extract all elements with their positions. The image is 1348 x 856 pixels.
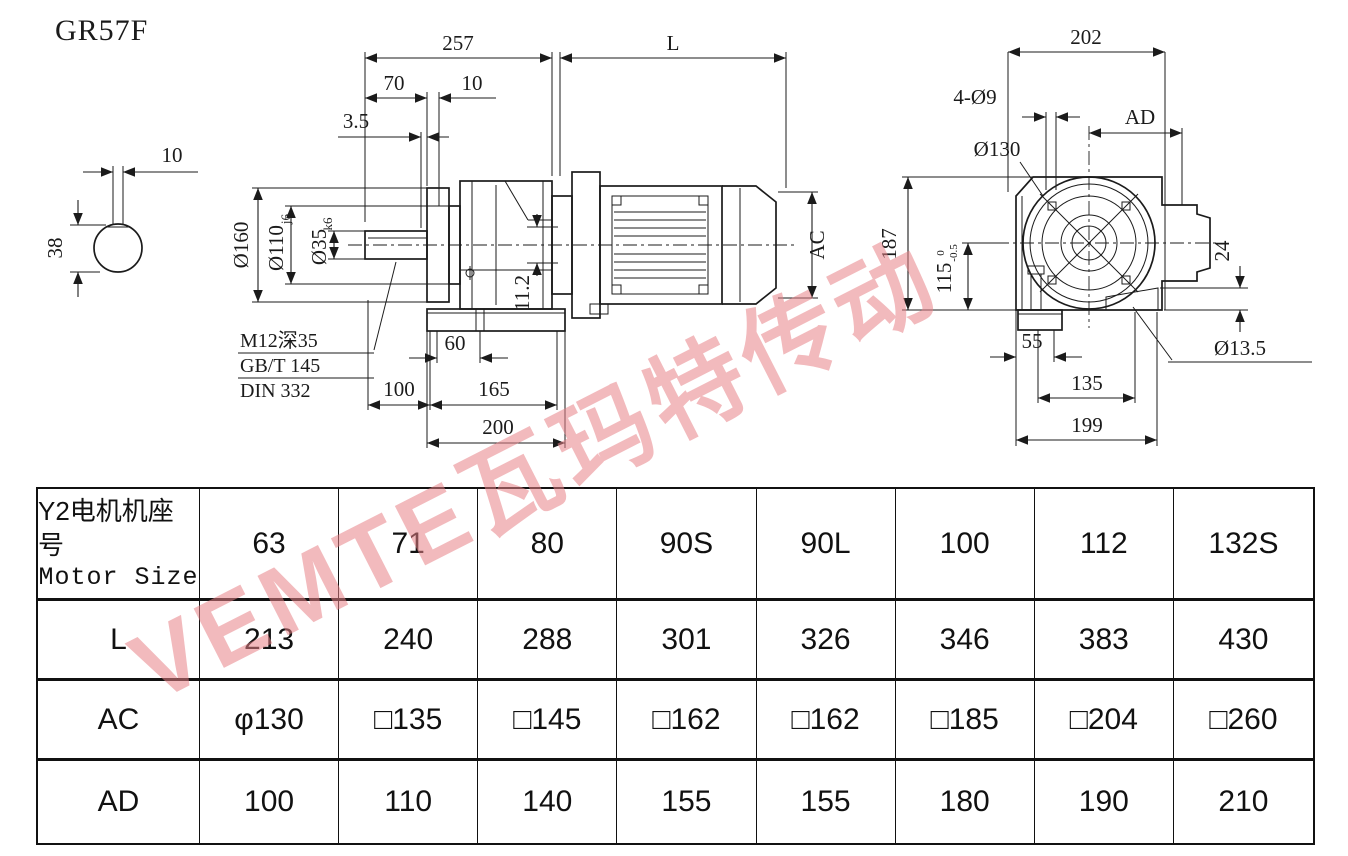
table-cell: 326 — [756, 601, 896, 681]
table-cell: 346 — [895, 601, 1035, 681]
table-cell: 140 — [478, 761, 618, 843]
table-cell: □145 — [478, 681, 618, 761]
dim-165-label: 165 — [478, 377, 510, 401]
table-cell: 301 — [617, 601, 757, 681]
front-view-dimensions: 202 4-Ø9 AD Ø130 187 115 0 -0.5 24 55 Ø1… — [877, 25, 1312, 446]
table-header-size: 63 — [200, 489, 340, 601]
dim-key-width-label: 10 — [162, 143, 183, 167]
dim-dia35-fit-label: k6 — [320, 217, 335, 231]
dim-100-label: 100 — [383, 377, 415, 401]
dim-115-tol-lower: -0.5 — [948, 244, 960, 262]
table-header-size: 90S — [617, 489, 757, 601]
row-label-AC: AC — [38, 681, 200, 761]
table-header-motor-size: Y2电机机座号 Motor Size — [38, 489, 200, 601]
table-cell: □162 — [617, 681, 757, 761]
table-cell: □135 — [339, 681, 479, 761]
dim-dia160-label: Ø160 — [229, 222, 253, 269]
dim-AD-label: AD — [1125, 105, 1155, 129]
gearbox-base — [426, 308, 566, 332]
dim-202-label: 202 — [1070, 25, 1102, 49]
dim-55-label: 55 — [1022, 329, 1043, 353]
table-cell: 155 — [617, 761, 757, 843]
mounting-pad-hatched — [1105, 287, 1159, 311]
table-header-size: 100 — [895, 489, 1035, 601]
table-cell: 210 — [1218, 785, 1269, 818]
foot — [1017, 309, 1063, 331]
dim-70-label: 70 — [384, 71, 405, 95]
dim-115-tol-upper: 0 — [935, 250, 947, 256]
side-view-dimensions: 257 L 70 10 3.5 Ø160 Ø110 j6 Ø35 k6 M12深… — [229, 31, 829, 448]
note-tap-hole: M12深35 — [240, 329, 318, 352]
table-cell: 288 — [478, 601, 618, 681]
dim-200-label: 200 — [482, 415, 514, 439]
table-cell: 110 — [339, 761, 479, 843]
table-cell: 155 — [757, 761, 896, 843]
dim-115-label: 115 — [932, 263, 956, 294]
dim-dia13p5-label: Ø13.5 — [1214, 336, 1266, 360]
table-cell: □185 — [895, 681, 1035, 761]
dim-187-label: 187 — [877, 228, 901, 260]
table-header-size: 112 — [1034, 489, 1174, 601]
row-label-L: L — [38, 601, 200, 681]
side-view — [348, 171, 798, 332]
dim-10-label: 10 — [462, 71, 483, 95]
note-gbt: GB/T 145 — [240, 355, 320, 377]
row-label-AD: AD — [38, 761, 200, 843]
flange-circle — [1022, 176, 1156, 310]
table-cell: □162 — [756, 681, 896, 761]
motor-fins — [614, 211, 706, 279]
dim-135-label: 135 — [1071, 371, 1103, 395]
table-cell: □204 — [1034, 681, 1174, 761]
dim-dia110-fit-label: j6 — [278, 213, 293, 225]
front-view — [995, 126, 1218, 331]
table-cell: 240 — [339, 601, 479, 681]
dim-24-label: 24 — [1210, 240, 1234, 262]
dim-shaft-height-label: 38 — [43, 238, 67, 259]
note-din: DIN 332 — [240, 380, 311, 402]
table-header-size: 80 — [478, 489, 618, 601]
table-header-size: 71 — [339, 489, 479, 601]
table-cell: 180 — [896, 761, 1035, 843]
dim-257-label: 257 — [442, 31, 474, 55]
table-cell: 100 — [200, 761, 340, 843]
dim-3p5-label: 3.5 — [343, 109, 369, 133]
dim-L-label: L — [667, 31, 680, 55]
table-cell: 213 — [200, 601, 340, 681]
dim-60-label: 60 — [445, 331, 466, 355]
table-header-size: 90L — [756, 489, 896, 601]
dim-4xdia9-label: 4-Ø9 — [953, 85, 996, 109]
dim-11p2-label: 11.2 — [510, 275, 534, 311]
dim-199-label: 199 — [1071, 413, 1103, 437]
fan-cowl — [722, 185, 777, 305]
housing-outline — [1015, 176, 1211, 311]
shaft-section-view: 10 38 — [43, 143, 198, 297]
motor-size-label-en: Motor Size — [38, 562, 199, 592]
dim-dia130-label: Ø130 — [974, 137, 1021, 161]
table-cell: 430 — [1173, 601, 1313, 681]
table-cell: 190 — [1035, 761, 1174, 843]
table-header-size: 132S — [1173, 489, 1313, 601]
model-title: GR57F — [55, 14, 148, 47]
table-cell: φ130 — [200, 681, 340, 761]
table-cell: 383 — [1034, 601, 1174, 681]
dim-dia35-label: Ø35 — [307, 229, 331, 265]
dim-AC-label: AC — [805, 230, 829, 259]
motor-size-label-cn: Y2电机机座号 — [38, 496, 174, 560]
table-cell: □260 — [1173, 681, 1313, 761]
shaft-section-circle — [93, 223, 143, 273]
dim-dia110-label: Ø110 — [264, 225, 288, 271]
dimension-table: Y2电机机座号 Motor Size 63 71 80 90S 90L 100 … — [36, 487, 1315, 845]
engineering-drawing: GR57F 10 38 — [43, 14, 1312, 448]
